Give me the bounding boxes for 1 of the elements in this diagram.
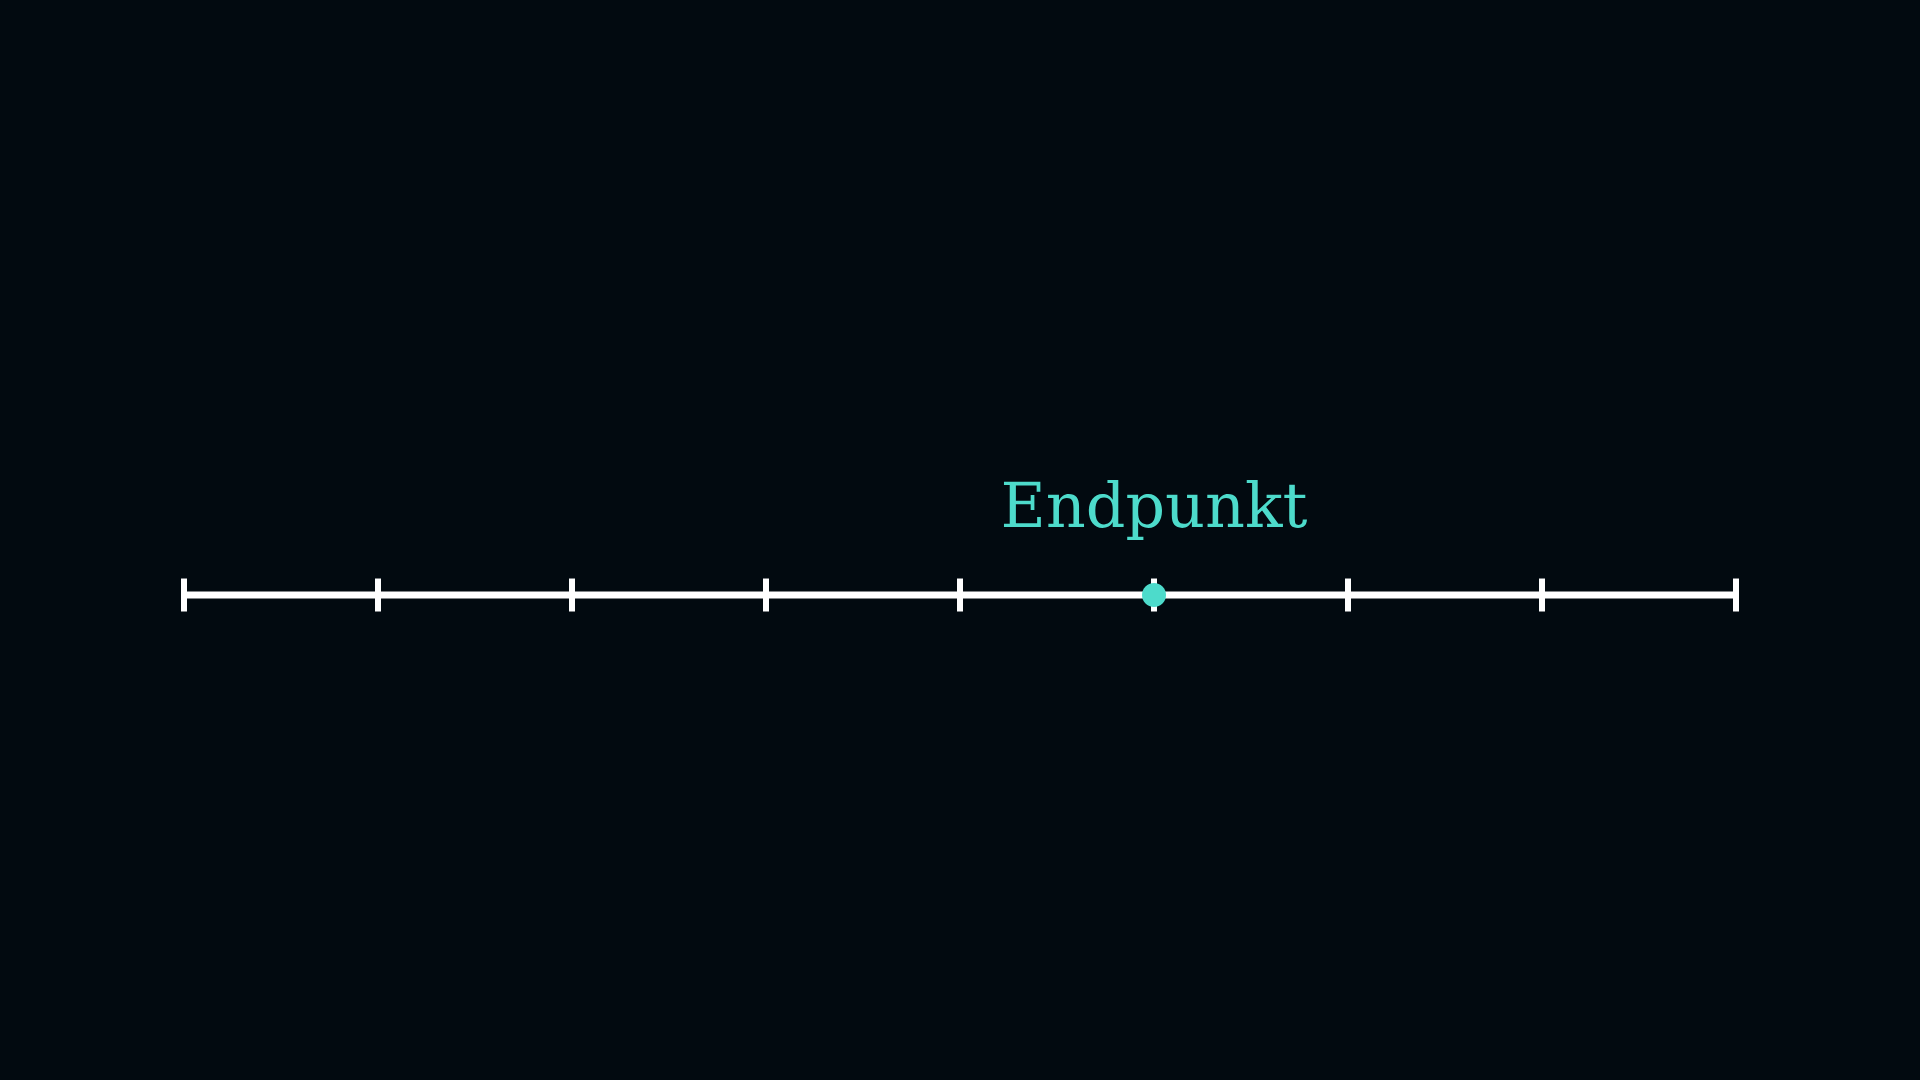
point-label: Endpunkt — [1003, 479, 1307, 540]
